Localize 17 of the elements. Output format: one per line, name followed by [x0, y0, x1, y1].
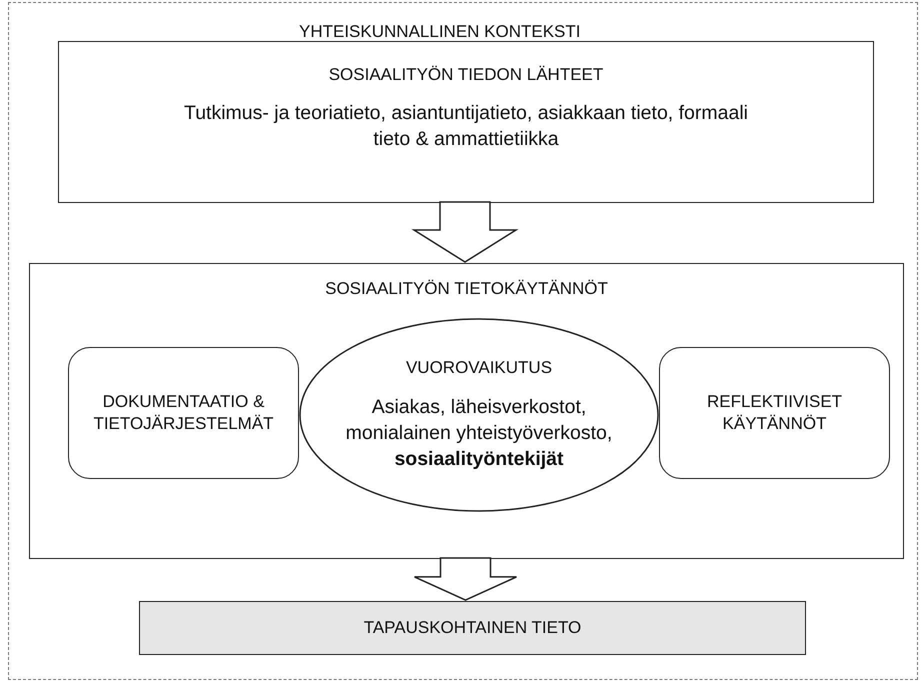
node-text: Tutkimus- ja teoriatieto, asiantuntijatieto, asiakkaan tieto, formaali tieto & ammattietiikka — [183, 101, 749, 152]
rounded-box — [68, 347, 299, 479]
block-arrow — [414, 557, 518, 601]
node-text: Asiakas, läheisverkostot, monialainen yhteistyöverkosto, sosiaalityöntekijät — [344, 394, 614, 472]
process-box — [139, 601, 806, 655]
node-heading: TAPAUSKOHTAINEN TIETO — [364, 616, 582, 639]
process-box — [58, 41, 874, 203]
node-heading: VUOROVAIKUTUS — [406, 357, 552, 380]
node-heading: REFLEKTIIVISET KÄYTÄNNÖT — [706, 390, 844, 435]
node-heading: YHTEISKUNNALLINEN KONTEKSTI — [299, 21, 581, 43]
node-heading: SOSIAALITYÖN TIEDON LÄHTEET — [328, 64, 604, 86]
block-arrow — [411, 201, 519, 263]
rounded-box — [659, 347, 890, 479]
node-heading: SOSIAALITYÖN TIETOKÄYTÄNNÖT — [325, 278, 608, 300]
process-box — [29, 263, 904, 559]
context-frame — [8, 2, 918, 680]
node-heading: DOKUMENTAATIO & TIETOJÄRJESTELMÄT — [92, 390, 275, 435]
